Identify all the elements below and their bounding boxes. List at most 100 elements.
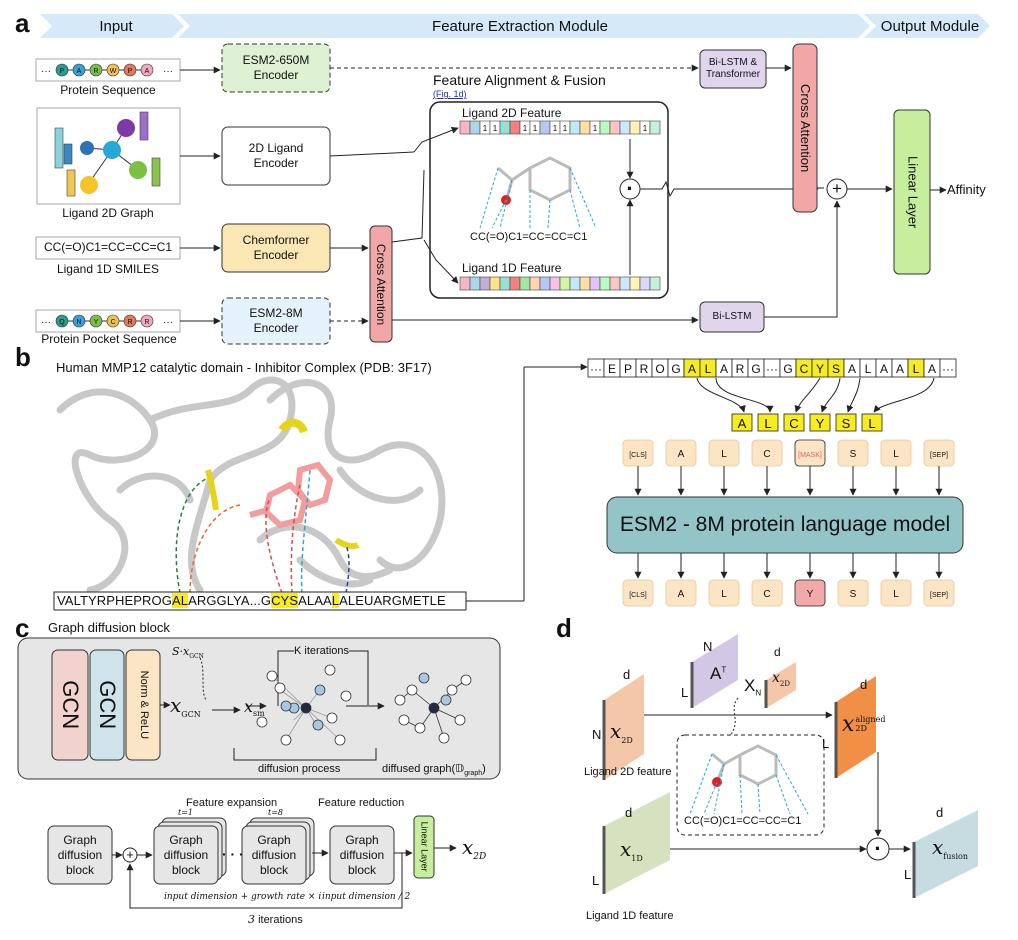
cross-attention-big-label: Cross Attention (798, 83, 814, 173)
token-box (837, 579, 869, 607)
cross-attention-big-wrap: Cross Attention (793, 44, 817, 212)
residue-letter: C (110, 319, 115, 326)
residue-letter: A (145, 68, 150, 75)
selected-cell (757, 413, 779, 432)
token-box (708, 579, 740, 607)
selected-cell (835, 413, 857, 432)
residue-bead (140, 63, 154, 77)
header-output-chevron (864, 14, 990, 38)
molecule-drawing-d (689, 744, 809, 815)
seq-part-3: ARGGLYA...G (188, 593, 272, 608)
token-box (751, 579, 783, 607)
x1d-d: x1D (620, 837, 643, 864)
feature-one: 1 (553, 124, 558, 133)
gdb-label-4: Graph diffusion block (339, 832, 385, 877)
x-aligned-sub: 2D (855, 724, 867, 733)
x1d-d-main: x (620, 837, 632, 861)
bilstm-transformer-label: Bi-LSTM & Transformer (705, 57, 761, 80)
seq-part-7: ALEUARGMETLE (339, 593, 446, 608)
seq-cell (939, 358, 957, 378)
feature-expansion-label: Feature expansion (186, 797, 278, 809)
plate-aligned (836, 676, 876, 778)
seq-cell-letter: L (705, 362, 712, 376)
three-iterations: 3 iterations (248, 913, 303, 927)
x2d-small-main: x (772, 670, 780, 686)
gdb-box-4 (329, 825, 395, 885)
affinity-label: Affinity (947, 182, 986, 197)
header-input-chevron (40, 14, 184, 38)
feature-cell (569, 276, 581, 291)
l-dim-aligned: L (822, 736, 830, 751)
token-box (923, 579, 955, 607)
linear-layer-label: Linear Layer (905, 155, 921, 229)
expansion-dots: · · · (222, 846, 244, 862)
s-x-sub: GCN (189, 653, 204, 661)
token-text: C (763, 589, 770, 600)
x-n-main: X (744, 676, 756, 695)
feature-cell (649, 276, 661, 291)
t1-label: t=1 (178, 808, 194, 817)
feature-cell (499, 276, 511, 291)
feature-cell (499, 120, 511, 135)
ligand2d-encoder-label: 2D Ligand Encoder (248, 141, 304, 170)
protein-sequence-label: Protein Sequence (60, 83, 156, 97)
bead-dots-start: ··· (41, 66, 51, 77)
residue-letter: P (128, 68, 133, 75)
feature-cell (609, 276, 621, 291)
l-dim-fusion: L (904, 867, 912, 882)
protein-structure-image (56, 376, 446, 594)
seq-cell-letter: O (655, 362, 664, 376)
diffused-graph-label: diffused graph(𝔻graph) (382, 763, 486, 778)
header-output: Output Module (880, 18, 980, 35)
reduction-formula: input dimension / 2 (322, 892, 411, 902)
x-fusion: xfusion (932, 836, 968, 862)
seq-cell-letter: L (865, 362, 872, 376)
feature-one: 1 (563, 124, 568, 133)
t8-label: t=8 (268, 808, 284, 817)
at-label: AT (710, 664, 726, 684)
feature-cell (629, 276, 641, 291)
panel-d (602, 634, 978, 898)
token-text: [CLS] (629, 452, 647, 459)
ligand-1d-smiles-label: Ligand 1D SMILES (56, 262, 160, 276)
selected-letter: A (738, 416, 747, 431)
seq-cell-letter: G (671, 362, 680, 376)
feature-one: 1 (523, 124, 528, 133)
token-text: L (721, 589, 727, 600)
feature-cell (619, 120, 631, 135)
residue-letter: N (76, 319, 81, 326)
seq-cell-letter: ··· (942, 362, 954, 376)
token-text: [CLS] (629, 592, 647, 599)
seq-part-4: CYS (271, 593, 299, 608)
selected-letter: S (842, 416, 851, 431)
feature-cell (549, 276, 561, 291)
token-text: C (763, 449, 770, 460)
seq-part-1: VALTYRPHEPROG (57, 593, 172, 608)
residue-letter: R (93, 68, 98, 75)
fig-ref-link[interactable]: (Fig. 1d) (433, 89, 467, 99)
norm-relu-label: Norm & ReLU (137, 670, 150, 740)
seq-cell-letter: R (736, 362, 745, 376)
seq-part-5: ALAA (298, 593, 332, 608)
feature-one: 1 (593, 124, 598, 133)
x-gcn-sub: GCN (181, 710, 201, 719)
feature-cell (639, 276, 651, 291)
residue-letter: R (127, 319, 132, 326)
gdb-box-3 (241, 825, 307, 885)
x-gcn-main: x (170, 693, 182, 717)
bilstm-transformer-box (699, 49, 767, 89)
selected-letter: Y (816, 416, 825, 431)
token-text: [SEP] (930, 452, 948, 459)
residue-letter: P (60, 68, 65, 75)
seq-cell-letter: Y (816, 362, 824, 376)
x2d-d: x2D (610, 720, 633, 746)
plate-x2d-small (766, 662, 796, 708)
header-input: Input (99, 18, 133, 35)
gcn2-label: GCN (94, 680, 120, 730)
feature-one: 1 (643, 124, 648, 133)
panel-label-a: a (15, 8, 30, 38)
ligand-sticks (249, 461, 334, 529)
plus-symbol-a: + (832, 179, 842, 199)
token-text: A (678, 449, 685, 460)
